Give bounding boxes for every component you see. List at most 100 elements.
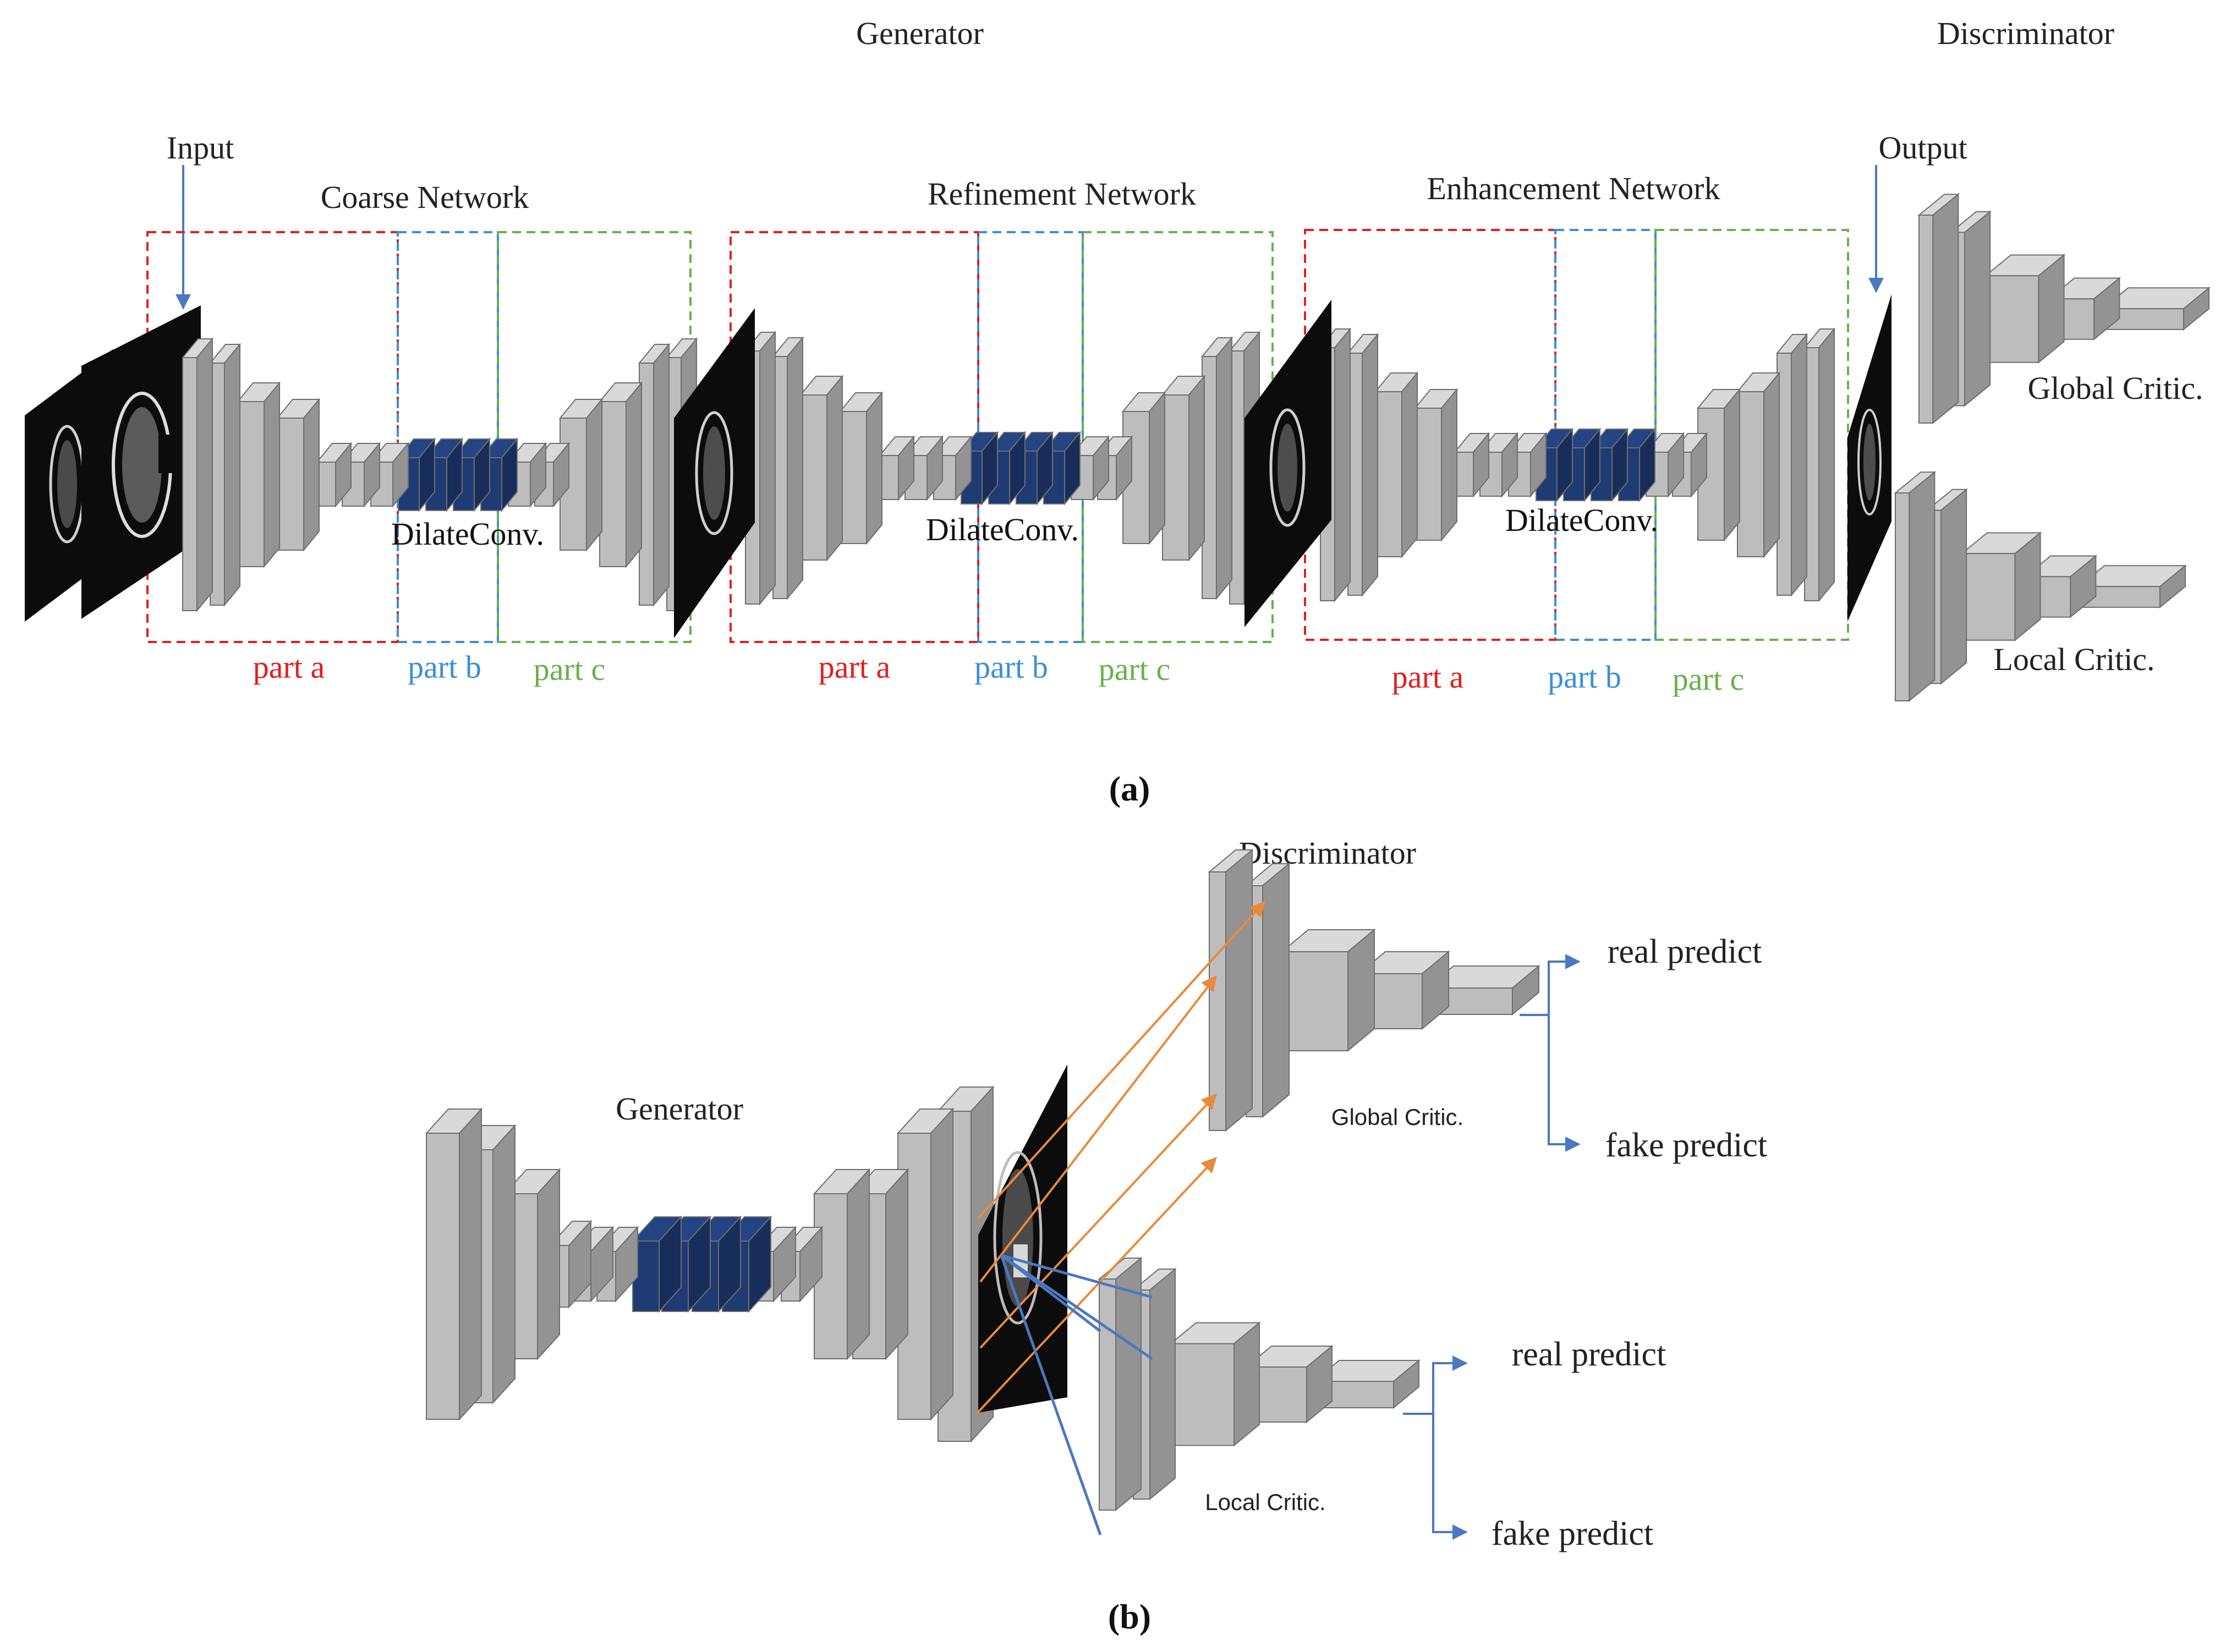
input-label: Input bbox=[167, 130, 234, 166]
enhancement-part-a-label: part a bbox=[1392, 659, 1463, 695]
global-critic-output bbox=[1520, 954, 1581, 1152]
conv-layer-block-side bbox=[1115, 1256, 1142, 1512]
conv-layer-block-side bbox=[1216, 336, 1232, 600]
conv-layer-block-side bbox=[196, 337, 213, 612]
conv-layer-block-side bbox=[1149, 1267, 1176, 1501]
global-fake-predict: fake predict bbox=[1605, 1127, 1767, 1164]
conv-layer-block-side bbox=[1334, 327, 1351, 602]
panel-b: Discriminator Generator bbox=[425, 835, 1767, 1636]
conv-layer-block-front bbox=[879, 455, 899, 500]
conv-layer-block-front bbox=[1170, 1343, 1235, 1446]
brain-mri-slice-icon bbox=[1244, 300, 1331, 627]
coarse-network-title: Coarse Network bbox=[321, 179, 529, 215]
global-critic-label: Global Critic. bbox=[1331, 1104, 1463, 1130]
coarse-part-b-label: part b bbox=[408, 649, 481, 685]
conv-layer-block-side bbox=[626, 381, 642, 568]
enhancement-part-c-label: part c bbox=[1673, 661, 1744, 697]
refinement-part-b-label: part b bbox=[974, 649, 1048, 685]
conv-layer-block-side bbox=[492, 1124, 516, 1404]
local-real-predict: real predict bbox=[1512, 1336, 1666, 1373]
local-crop-lines bbox=[1000, 1254, 1153, 1535]
conv-layer-block-front bbox=[182, 357, 198, 611]
local-critic-label: Local Critic. bbox=[1993, 641, 2154, 677]
conv-layer-block-side bbox=[653, 343, 670, 607]
conv-layer-block-front bbox=[1209, 871, 1226, 1131]
arrow-icon bbox=[979, 975, 1217, 1283]
conv-layer-block-side bbox=[1347, 928, 1375, 1052]
conv-layer-block-front bbox=[800, 394, 827, 561]
coarse-dilateconv-label: DilateConv. bbox=[391, 516, 544, 552]
conv-layer-block-front bbox=[1162, 394, 1189, 561]
global-real-predict: real predict bbox=[1608, 933, 1762, 970]
conv-layer-block-side bbox=[1401, 371, 1418, 558]
conv-layer-block-front bbox=[1918, 215, 1934, 424]
enhancement-part-b-label: part b bbox=[1548, 659, 1621, 695]
brain-mri-slice-icon bbox=[25, 305, 201, 622]
conv-layer-block-side bbox=[459, 1107, 482, 1421]
conv-layer-block-side bbox=[1909, 471, 1936, 702]
conv-layer-block-side bbox=[264, 381, 280, 568]
refinement-network-title: Refinement Network bbox=[928, 176, 1196, 212]
conv-layer-block-side bbox=[224, 343, 240, 607]
discriminator-label: Discriminator bbox=[1239, 835, 1416, 871]
panel-b-caption: (b) bbox=[1108, 1597, 1151, 1636]
conv-layer-block-side bbox=[1188, 375, 1205, 562]
conv-layer-block-front bbox=[1737, 391, 1764, 557]
refinement-dilateconv-label: DilateConv. bbox=[926, 512, 1079, 547]
conv-layer-block-side bbox=[586, 398, 602, 552]
discriminator-title: Discriminator bbox=[1937, 15, 2114, 51]
generator-label: Generator bbox=[616, 1091, 743, 1127]
conv-layer-block-side bbox=[537, 1168, 560, 1360]
brain-mri-slice-icon bbox=[674, 308, 755, 638]
coarse-part-c-label: part c bbox=[534, 651, 605, 687]
conv-layer-block-side bbox=[1262, 862, 1290, 1118]
conv-layer-block-side bbox=[885, 1168, 908, 1360]
conv-layer-block-front bbox=[316, 462, 336, 507]
coarse-part-a-label: part a bbox=[253, 649, 325, 685]
conv-layer-block-side bbox=[759, 331, 776, 606]
conv-layer-block-front bbox=[1895, 492, 1910, 701]
conv-layer-block-front bbox=[1454, 452, 1474, 497]
conv-layer-block-side bbox=[303, 398, 320, 552]
local-critic-label: Local Critic. bbox=[1205, 1489, 1325, 1515]
conv-layer-block-side bbox=[866, 391, 882, 545]
conv-layer-block-side bbox=[826, 375, 843, 562]
dilateconv-block-front bbox=[632, 1241, 660, 1312]
part-labels: part a part b part c part a part b part … bbox=[253, 649, 1744, 697]
conv-layer-block-side bbox=[930, 1107, 953, 1421]
refinement-part-c-label: part c bbox=[1099, 651, 1170, 687]
conv-layer-block-side bbox=[1233, 1321, 1260, 1447]
local-fake-predict: fake predict bbox=[1492, 1515, 1653, 1552]
generator-title: Generator bbox=[856, 15, 984, 51]
conv-layer-block-side bbox=[1225, 848, 1253, 1132]
global-critic-label: Global Critic. bbox=[2028, 370, 2203, 406]
conv-layer-block-front bbox=[1099, 1278, 1116, 1511]
conv-layer-block-side bbox=[1362, 333, 1378, 597]
conv-layer-block-side bbox=[1940, 488, 1967, 685]
output-label: Output bbox=[1878, 130, 1967, 166]
refinement-part-a-label: part a bbox=[819, 649, 890, 685]
conv-layer-block-front bbox=[277, 418, 304, 551]
conv-layer-block-front bbox=[1281, 951, 1348, 1051]
conv-layer-block-front bbox=[1414, 408, 1442, 541]
conv-layer-block-front bbox=[1375, 391, 1402, 557]
arrow-icon bbox=[975, 1156, 1217, 1415]
panel-a-caption: (a) bbox=[1109, 769, 1150, 808]
local-critic-output bbox=[1403, 1355, 1468, 1540]
conv-layer-block-side bbox=[1964, 210, 1991, 407]
conv-layer-block-side bbox=[1763, 371, 1780, 558]
arrow-icon bbox=[977, 901, 1265, 1220]
conv-layer-block-front bbox=[426, 1133, 460, 1420]
conv-layer-block-side bbox=[1441, 388, 1457, 542]
conv-layer-block-side bbox=[1791, 333, 1807, 597]
conv-layer-block-front bbox=[599, 401, 627, 567]
coarse-part-b-box bbox=[397, 231, 499, 643]
conv-layer-block-front bbox=[237, 401, 265, 567]
conv-layer-block-front bbox=[1984, 275, 2039, 363]
coarse-network-regions bbox=[146, 231, 692, 643]
conv-layer-block-front bbox=[840, 411, 867, 544]
conv-layer-block-side bbox=[787, 336, 803, 600]
generator-layer-stacks bbox=[181, 193, 2211, 702]
enhancement-network-title: Enhancement Network bbox=[1427, 171, 1720, 206]
